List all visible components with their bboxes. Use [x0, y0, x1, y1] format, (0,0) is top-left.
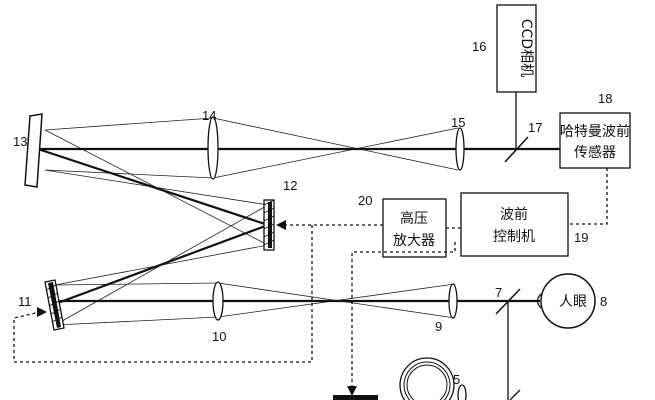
beamsplitter-7 — [495, 288, 521, 315]
beam-ray — [44, 117, 214, 131]
lenses — [207, 116, 467, 400]
label-12: 12 — [283, 178, 297, 193]
lens-14 — [207, 116, 219, 180]
fold-axis-upper — [37, 147, 269, 227]
beam-ray — [54, 316, 219, 326]
wavefront-controller-box — [460, 192, 569, 257]
mirror-11-hatch — [45, 284, 63, 323]
sensor-to-controller — [568, 168, 608, 225]
beamsplitter-17 — [504, 136, 529, 163]
arrow-to-mirror-12 — [276, 220, 286, 230]
lens-9 — [448, 283, 458, 319]
hv-amp-label-line2: 放大器 — [393, 233, 435, 249]
hv-amp-label-line1: 高压 — [400, 210, 428, 227]
label-7: 7 — [495, 285, 502, 300]
arrow-to-mirror-11 — [37, 307, 47, 317]
beam-ray — [54, 282, 219, 286]
controller-to-bottom — [351, 242, 456, 388]
ring-element — [399, 357, 455, 400]
hv-amplifier-box — [382, 198, 447, 258]
label-8: 8 — [600, 294, 607, 309]
eye-label: 人眼 — [559, 294, 587, 310]
control-lines — [13, 168, 608, 388]
label-13: 13 — [13, 134, 27, 149]
eye-circle — [540, 273, 596, 329]
optical-axis — [37, 147, 560, 306]
beam-ray — [44, 169, 214, 179]
controller-label-line1: 波前 — [500, 206, 528, 223]
label-17: 17 — [528, 120, 542, 135]
label-10: 10 — [212, 329, 226, 344]
label-11: 11 — [18, 294, 32, 309]
amp-to-mirror-11 — [13, 225, 313, 363]
label-20: 20 — [358, 193, 372, 208]
eye-cornea — [536, 293, 542, 309]
label-18: 18 — [598, 91, 612, 106]
mirror-11-surface — [48, 282, 61, 328]
lens-5 — [457, 384, 467, 400]
label-15: 15 — [451, 115, 465, 130]
label-14: 14 — [202, 108, 216, 123]
label-16: 16 — [472, 39, 486, 54]
hartmann-label-line1: 哈特曼波前 — [560, 123, 630, 140]
fold-axis-lower — [54, 223, 269, 306]
label-19: 19 — [574, 230, 588, 245]
ccd-camera-box — [496, 4, 537, 93]
mirror-12-hatch — [263, 199, 275, 246]
beam-ray — [212, 127, 459, 179]
beam-ray — [212, 117, 459, 171]
ccd-camera-label: CCD相机 — [518, 19, 534, 77]
lens-10 — [212, 281, 224, 321]
bottom-device — [333, 395, 378, 400]
lens-15 — [455, 127, 465, 171]
hartmann-sensor-box — [559, 112, 631, 169]
hartmann-label-line2: 传感器 — [574, 144, 616, 161]
mirror-12-surface — [268, 202, 272, 248]
controller-label-line2: 控制机 — [493, 229, 535, 245]
label-9: 9 — [435, 319, 442, 334]
label-5: 5 — [453, 372, 460, 387]
lower-splitter — [509, 389, 521, 400]
mirror-13 — [24, 113, 43, 188]
arrow-to-bottom-device — [347, 386, 357, 396]
